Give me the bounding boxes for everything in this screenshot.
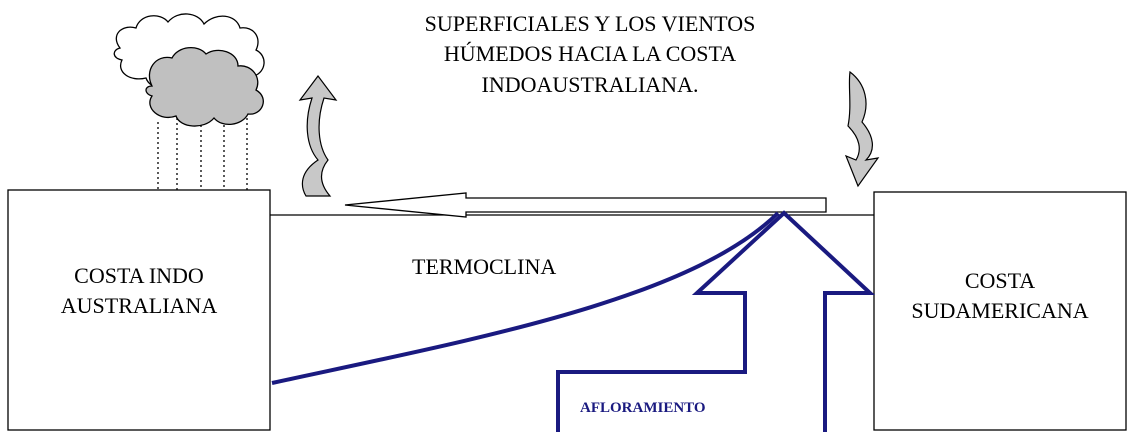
right-box-line-2: SUDAMERICANA: [911, 298, 1088, 323]
upwelling-arrow: [556, 210, 876, 432]
rain-cloud-icon: [145, 47, 264, 127]
rising-air-curved-arrow-icon: [298, 75, 338, 197]
indo-australian-coast-box: [7, 189, 271, 431]
right-box-line-1: COSTA: [965, 268, 1035, 293]
left-box-line-2: AUSTRALIANA: [61, 293, 218, 318]
thermocline-label: TERMOCLINA: [412, 254, 556, 279]
westward-current-arrow: [344, 192, 827, 218]
south-american-coast-box: [873, 191, 1127, 431]
header-line-1: SUPERFICIALES Y LOS VIENTOS: [425, 11, 756, 36]
header-line-3: INDOAUSTRALIANA.: [482, 72, 699, 97]
sinking-air-curved-arrow-icon: [844, 70, 880, 188]
left-box-line-1: COSTA INDO: [74, 263, 204, 288]
header-line-2: HÚMEDOS HACIA LA COSTA: [444, 41, 736, 66]
thermocline-curve: [271, 211, 780, 385]
upwelling-label: AFLORAMIENTO: [580, 400, 706, 416]
